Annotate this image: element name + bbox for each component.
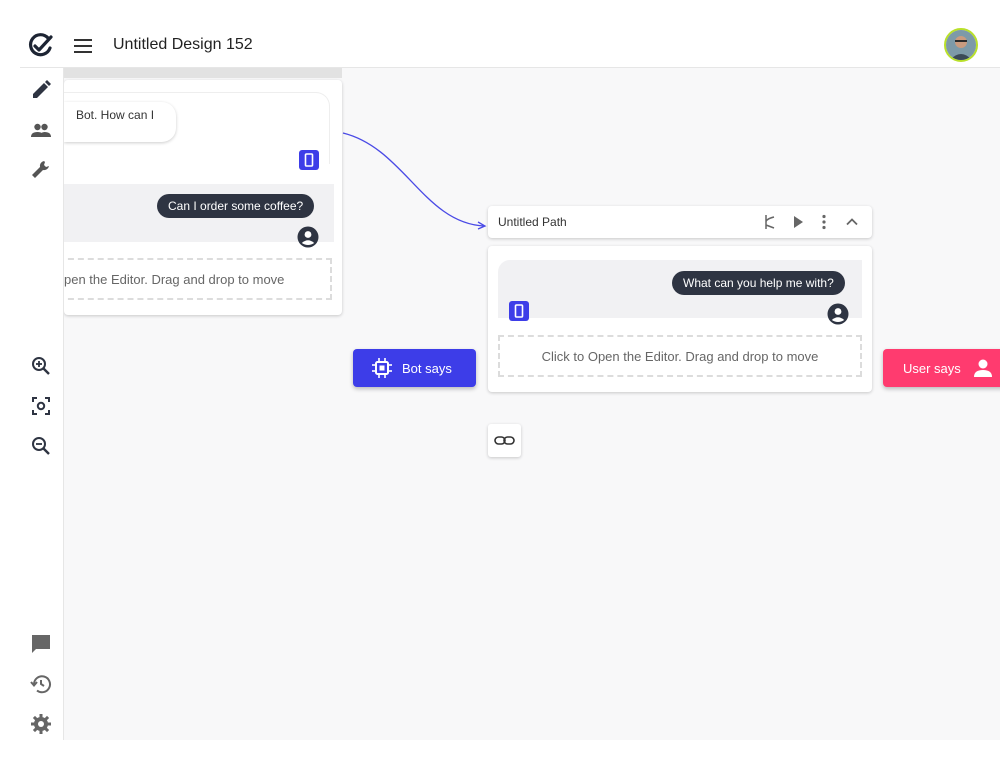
- path-header[interactable]: Untitled Path: [488, 206, 872, 238]
- more-vertical-icon[interactable]: [815, 213, 833, 231]
- design-title[interactable]: Untitled Design 152: [113, 36, 253, 53]
- user-message-bubble: What can you help me with?: [672, 271, 845, 295]
- play-icon[interactable]: [789, 213, 807, 231]
- user-message-bubble: Can I order some coffee?: [157, 194, 315, 218]
- top-bar: Untitled Design 152: [20, 24, 1000, 68]
- chevron-up-icon[interactable]: [843, 213, 861, 231]
- editor-dropzone[interactable]: pen the Editor. Drag and drop to move: [58, 258, 332, 300]
- chat-icon[interactable]: [29, 632, 53, 656]
- wrench-icon[interactable]: [29, 158, 53, 182]
- user-circle-icon: [827, 303, 849, 325]
- chip-icon: [372, 358, 392, 378]
- user-circle-icon: [297, 226, 319, 248]
- person-icon: [973, 359, 992, 377]
- zoom-out-icon[interactable]: [29, 434, 53, 458]
- zoom-in-icon[interactable]: [29, 354, 53, 378]
- link-button[interactable]: [488, 424, 521, 457]
- people-icon[interactable]: [29, 118, 53, 142]
- hamburger-menu-icon[interactable]: [72, 35, 96, 57]
- bot-says-label: Bot says: [402, 360, 452, 376]
- card-header-strip: [64, 68, 342, 78]
- phone-icon: [509, 301, 529, 321]
- path-title[interactable]: Untitled Path: [498, 215, 567, 229]
- bot-says-button[interactable]: Bot says: [353, 349, 476, 387]
- path-card[interactable]: What can you help me with? Click to Open…: [488, 246, 872, 392]
- fit-screen-icon[interactable]: [29, 394, 53, 418]
- design-canvas[interactable]: Bot. How can I Can I order some coffee? …: [58, 68, 1000, 740]
- left-toolbar: [20, 68, 64, 740]
- app-window: Untitled Design 152: [20, 24, 1000, 740]
- phone-icon: [299, 150, 319, 170]
- app-logo-icon[interactable]: [26, 32, 54, 60]
- bot-message-bubble: Bot. How can I: [64, 102, 176, 142]
- settings-icon[interactable]: [29, 712, 53, 736]
- user-says-label: User says: [903, 360, 961, 376]
- history-icon[interactable]: [29, 672, 53, 696]
- branch-icon[interactable]: [761, 213, 779, 231]
- left-path-card[interactable]: Bot. How can I Can I order some coffee? …: [58, 80, 342, 315]
- user-avatar[interactable]: [944, 28, 978, 62]
- editor-dropzone[interactable]: Click to Open the Editor. Drag and drop …: [498, 335, 862, 377]
- link-icon: [494, 436, 515, 445]
- pencil-icon[interactable]: [29, 78, 53, 102]
- user-says-button[interactable]: User says: [883, 349, 1000, 387]
- path-connector: [342, 132, 487, 230]
